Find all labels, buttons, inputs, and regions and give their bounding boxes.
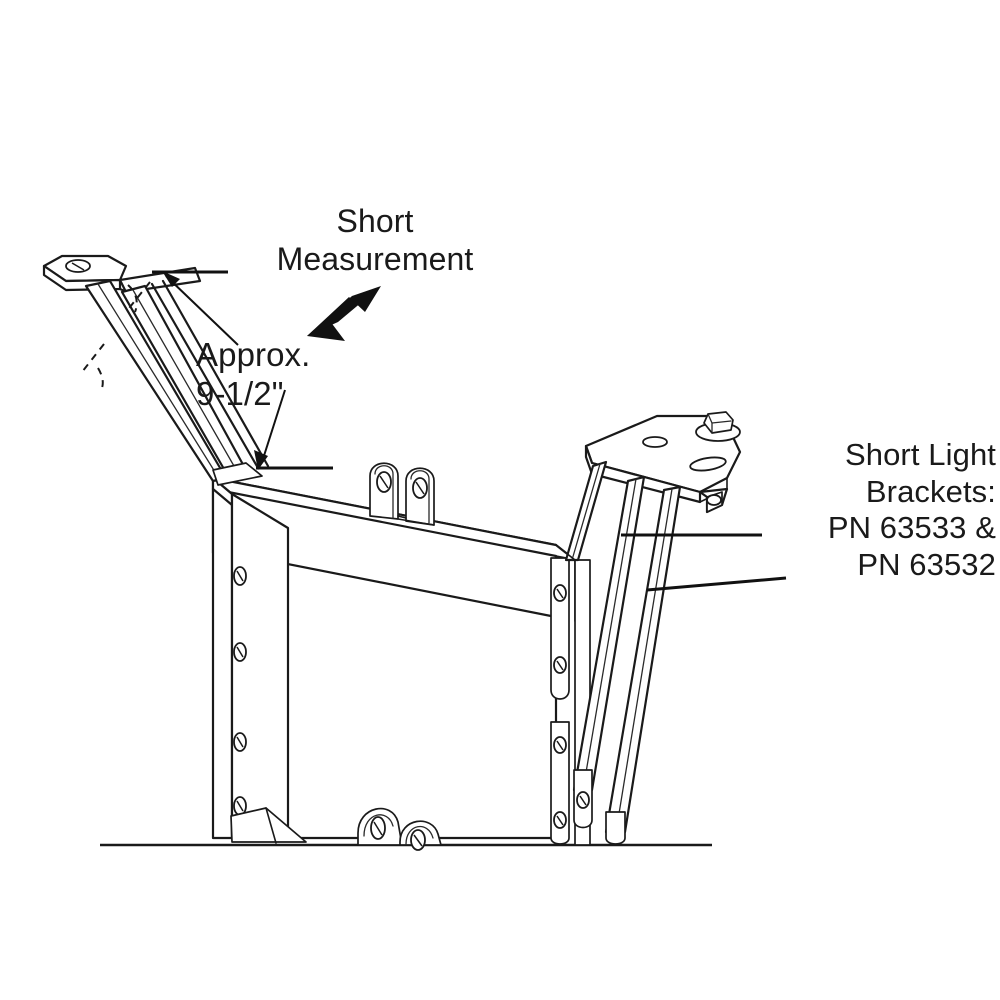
approx-line-2: 9-1/2" (196, 374, 284, 412)
approx-line-1: Approx. (196, 336, 311, 373)
short-measurement-line-2: Measurement (276, 240, 474, 277)
short-measurement-line-1: Short (336, 203, 414, 239)
measurement-dashed-marks (81, 281, 151, 393)
short-light-bracket-left (42, 254, 270, 486)
short-light-brackets-line-1: Short Light (844, 437, 996, 472)
short-light-brackets-line-4: PN 63532 (857, 546, 996, 582)
left-vertical-post (211, 476, 307, 844)
label-short-light-brackets: Short Light Brackets: PN 63533 & PN 6353… (766, 437, 996, 583)
dimension-leader-upper (152, 270, 239, 346)
leader-pn-63532 (646, 576, 787, 592)
callout-arrow (307, 286, 381, 341)
bottom-double-tab-clevis (357, 807, 442, 851)
label-short-measurement: Short Measurement (250, 203, 500, 279)
short-light-bracket-right (550, 411, 742, 846)
short-light-brackets-line-2: Brackets: (865, 473, 996, 509)
hex-bolt-nut (695, 411, 741, 442)
post-bolt-holes (233, 566, 247, 816)
post-foot-plate (230, 807, 307, 844)
short-light-brackets-line-3: PN 63533 & (827, 510, 996, 546)
center-double-tab-clevis (369, 462, 435, 526)
dimension-leader-lower (254, 389, 333, 470)
label-approx-dimension: Approx. 9-1/2" (196, 336, 386, 414)
